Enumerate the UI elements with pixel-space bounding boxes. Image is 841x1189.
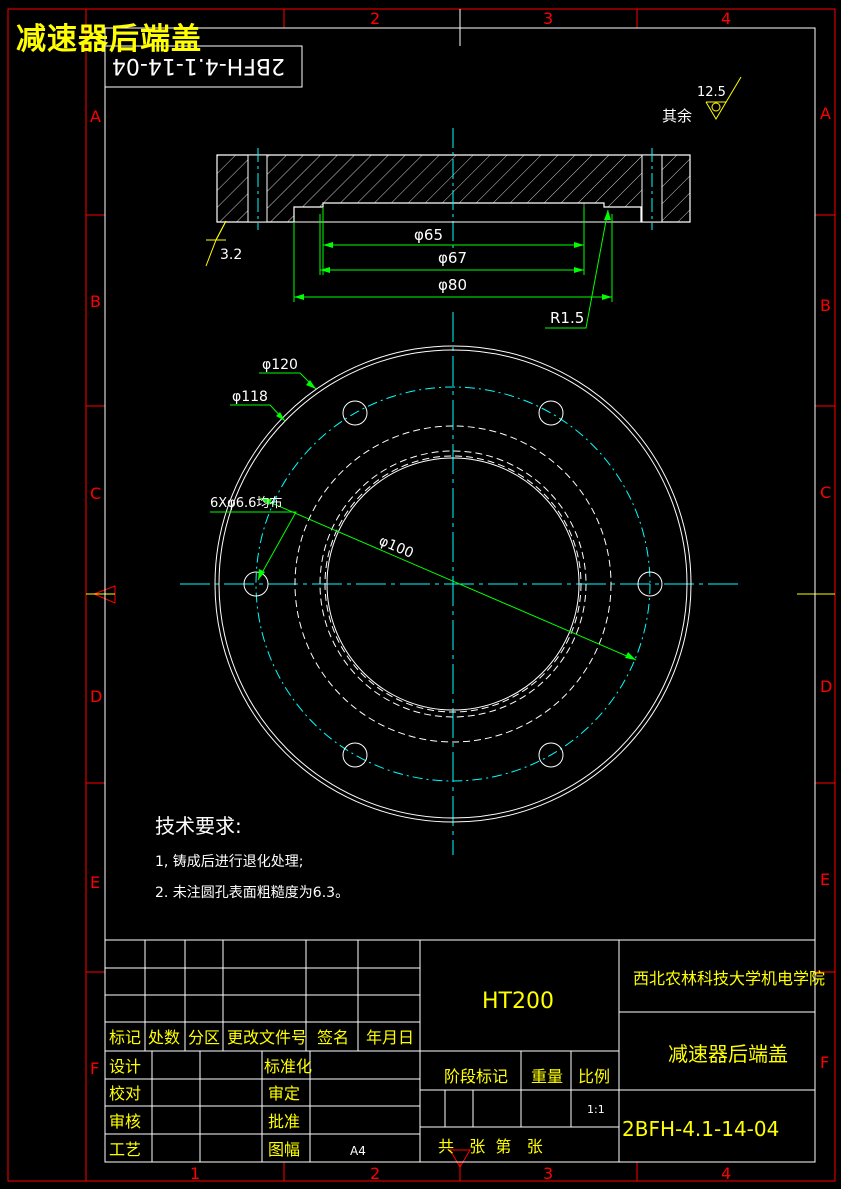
hdr-change-doc: 更改文件号: [227, 1028, 307, 1047]
hidden-circle-mid: [319, 450, 587, 718]
section-dimensions: [293, 207, 613, 329]
school-name: 西北农林科技大学机电学院: [633, 969, 825, 988]
inner-frame: [104, 27, 816, 1163]
outer-rim-circle: [214, 345, 692, 823]
title-block-grid: [105, 939, 815, 1162]
technical-notes: 技术要求: 1, 铸成后进行退化处理; 2. 未注圆孔表面粗糙度为6.3。: [155, 814, 349, 901]
zone-row-a-right: A: [820, 104, 831, 123]
stage-label: 阶段标记: [444, 1067, 508, 1086]
zone-col-3-top: 3: [543, 9, 553, 28]
role-process: 工艺: [109, 1140, 141, 1159]
bolt-hole: [637, 571, 663, 597]
zone-col-3-bottom: 3: [543, 1164, 553, 1183]
notes-item-2: 2. 未注圆孔表面粗糙度为6.3。: [155, 885, 349, 901]
plan-dimensions: [210, 372, 637, 661]
zone-row-b-left: B: [90, 292, 101, 311]
bolt-hole: [538, 400, 564, 426]
mirrored-drawing-number: 2BFH-4.1-14-04: [112, 53, 285, 78]
hdr-date: 年月日: [366, 1028, 414, 1047]
roughness-others: 其余 12.5: [662, 76, 742, 125]
zone-row-f-left: F: [90, 1059, 99, 1078]
zone-row-c-left: C: [90, 484, 101, 503]
dim-phi80: φ80: [438, 276, 467, 294]
notes-title: 技术要求:: [155, 814, 242, 838]
weight-label: 重量: [531, 1067, 563, 1086]
dim-phi65: φ65: [414, 226, 443, 244]
roughness-others-value: 12.5: [697, 85, 726, 100]
role-approve-check: 审定: [268, 1084, 300, 1103]
bolt-holes: [243, 400, 663, 768]
sheet-size-value: A4: [350, 1144, 366, 1158]
role-standardize: 标准化: [264, 1057, 312, 1076]
dim-phi120: φ120: [262, 357, 298, 373]
notes-item-1: 1, 铸成后进行退化处理;: [155, 854, 304, 870]
hidden-circle-large: [294, 425, 612, 743]
zone-row-a-left: A: [90, 107, 101, 126]
part-name: 减速器后端盖: [668, 1042, 788, 1066]
hdr-count: 处数: [148, 1028, 180, 1047]
dim-phi100: φ100: [376, 533, 415, 562]
bolt-circle: [255, 386, 651, 782]
outer-rim-inner-circle: [218, 349, 688, 819]
zone-col-4-bottom: 4: [721, 1164, 731, 1183]
material: HT200: [482, 989, 554, 1014]
zone-col-1-bottom: 1: [190, 1164, 200, 1183]
title-block-text: 标记 处数 分区 更改文件号 签名 年月日 设计 校对 审核 工艺 标准化 审定…: [109, 969, 825, 1159]
role-review: 审核: [109, 1112, 141, 1131]
overlay-title: 减速器后端盖: [16, 22, 202, 57]
zone-row-f-right: F: [820, 1053, 829, 1072]
dim-phi67: φ67: [438, 249, 467, 267]
zone-row-c-right: C: [820, 483, 831, 502]
zone-row-d-right: D: [820, 677, 832, 696]
section-view: [216, 128, 691, 250]
hdr-zone: 分区: [188, 1028, 220, 1047]
bolt-hole: [342, 742, 368, 768]
mirrored-number-box: 2BFH-4.1-14-04: [105, 45, 303, 88]
hidden-circle-inner: [324, 455, 582, 713]
scale-label: 比例: [578, 1067, 610, 1086]
zone-row-b-right: B: [820, 296, 831, 315]
zone-row-e-left: E: [90, 873, 100, 892]
roughness-face-value: 3.2: [220, 247, 242, 263]
roughness-others-label: 其余: [662, 107, 692, 125]
dim-r1-5: R1.5: [550, 309, 584, 327]
bolt-hole: [538, 742, 564, 768]
dim-bolt-holes: 6Xφ6.6均布: [210, 496, 282, 511]
role-design: 设计: [109, 1057, 141, 1076]
dim-phi118: φ118: [232, 389, 268, 405]
outer-frame: [7, 8, 836, 1182]
zone-row-d-left: D: [90, 687, 102, 706]
zone-col-2-top: 2: [370, 9, 380, 28]
roughness-face: 3.2: [205, 220, 242, 267]
zone-row-e-right: E: [820, 870, 830, 889]
hdr-signature: 签名: [317, 1028, 349, 1047]
bolt-hole: [342, 400, 368, 426]
role-proofread: 校对: [109, 1084, 141, 1103]
sheets-label: 共 张 第 张: [438, 1137, 543, 1156]
zone-col-4-top: 4: [721, 9, 731, 28]
bolt-hole: [243, 571, 269, 597]
zone-col-2-bottom: 2: [370, 1164, 380, 1183]
drawing-number: 2BFH-4.1-14-04: [622, 1117, 779, 1141]
scale-value: 1:1: [587, 1103, 605, 1116]
role-approve: 批准: [268, 1112, 300, 1131]
hdr-mark: 标记: [109, 1028, 141, 1047]
roughness-circle-icon: [711, 102, 721, 112]
role-sheet-size: 图幅: [268, 1140, 300, 1159]
bore-circle: [326, 457, 580, 711]
